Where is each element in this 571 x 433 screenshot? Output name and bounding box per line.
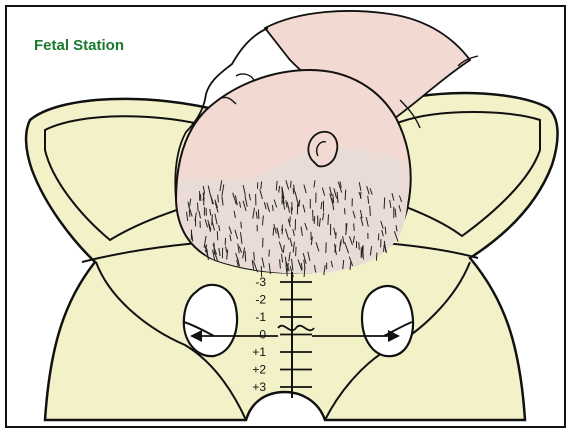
hair-stroke (370, 206, 371, 216)
station-label: +3 (252, 380, 266, 394)
station-label: -1 (255, 310, 266, 324)
hair-stroke (212, 214, 213, 225)
hair-stroke (198, 203, 199, 212)
hair-stroke (254, 252, 255, 261)
station-label: +1 (252, 345, 266, 359)
hair-stroke (345, 190, 346, 201)
right-obturator-foramen (362, 286, 413, 356)
hair-stroke (258, 210, 259, 219)
left-obturator-foramen (184, 285, 237, 356)
hair-stroke (273, 227, 274, 235)
hair-stroke (385, 227, 386, 235)
hair-stroke (313, 210, 314, 221)
hair-stroke (273, 205, 274, 211)
hair-stroke (241, 222, 242, 229)
hair-stroke (291, 181, 292, 188)
hair-stroke (245, 251, 246, 262)
hair-stroke (293, 188, 294, 194)
hair-stroke (189, 210, 190, 217)
hair-stroke (218, 195, 219, 203)
hair-stroke (291, 207, 292, 214)
diagram-title: Fetal Station (34, 37, 124, 54)
hair-stroke (314, 216, 315, 224)
hair-stroke (345, 208, 346, 214)
hair-stroke (360, 192, 361, 199)
station-label: -2 (255, 293, 266, 307)
station-label: -3 (255, 275, 266, 289)
hair-stroke (296, 247, 297, 256)
hair-stroke (328, 214, 329, 225)
hair-stroke (354, 223, 355, 230)
hair-stroke (384, 197, 385, 209)
station-label: +2 (252, 363, 266, 377)
hair-stroke (376, 253, 377, 261)
hair-stroke (299, 200, 300, 207)
hair-stroke (217, 231, 218, 240)
hair-stroke (269, 250, 270, 257)
fetal-ear (308, 132, 337, 167)
station-label: 0 (259, 328, 266, 342)
hair-stroke (341, 239, 342, 245)
